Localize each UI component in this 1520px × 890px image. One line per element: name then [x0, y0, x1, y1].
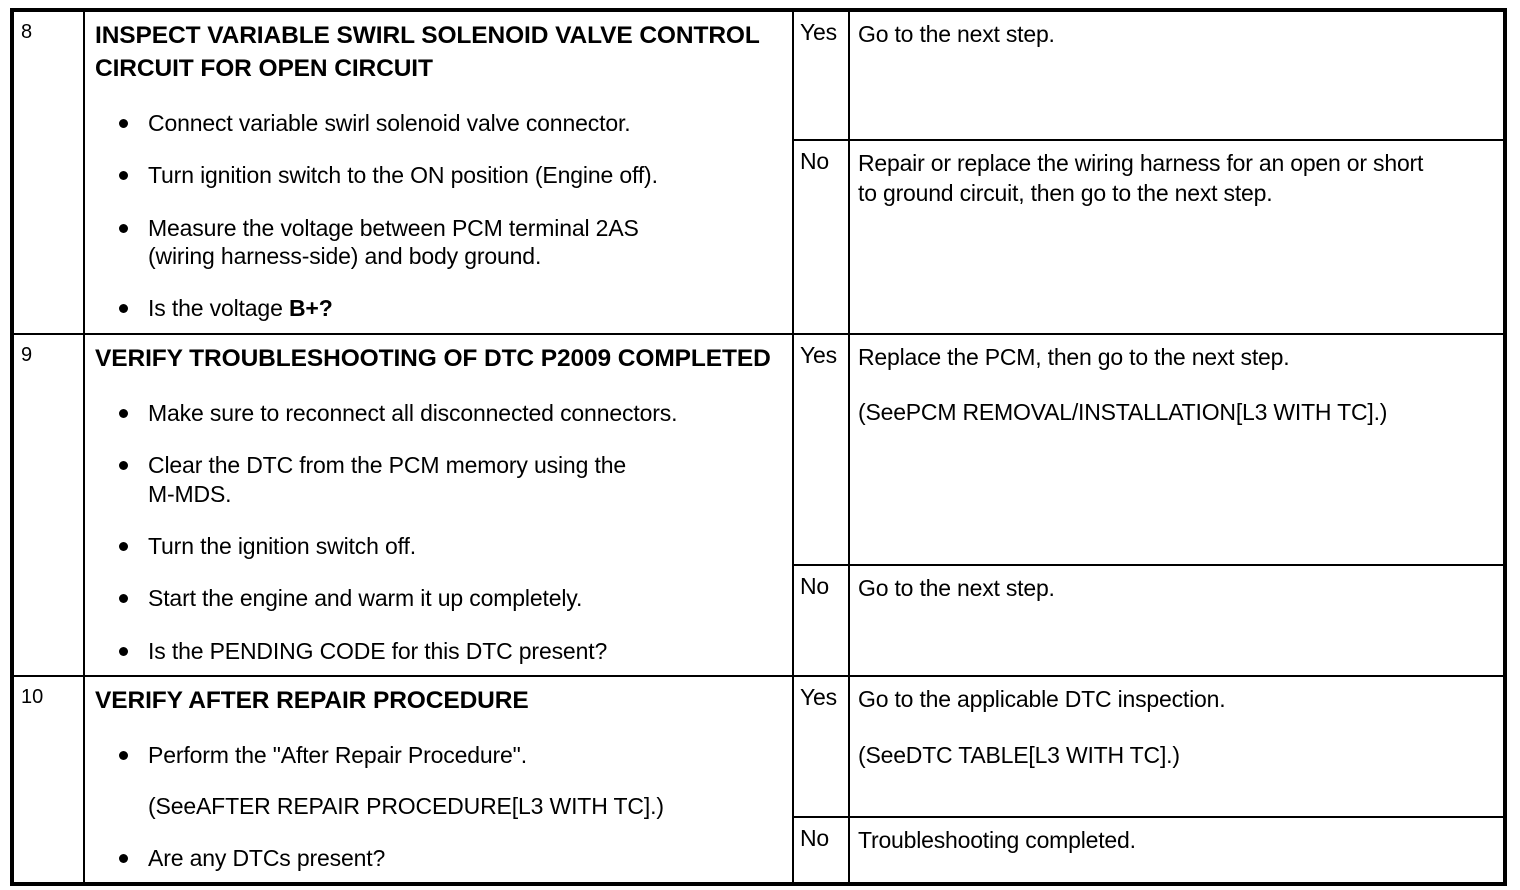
list-item: Perform the "After Repair Procedure".: [95, 741, 782, 769]
list-item: Connect variable swirl solenoid valve co…: [95, 109, 782, 137]
bullet-dot-icon: [119, 853, 128, 863]
step-number-cell: 10: [11, 674, 85, 886]
action-reference: (SeeDTC TABLE[L3 WITH TC].): [858, 741, 1180, 768]
action-text: Repair or replace the wiring harness for…: [858, 150, 1424, 207]
list-item: Measure the voltage between PCM terminal…: [95, 214, 782, 271]
list-item-text: Clear the DTC from the PCM memory using …: [148, 452, 626, 507]
step-number-cell: 8: [11, 9, 85, 335]
step-number: 9: [21, 343, 33, 366]
list-item: Make sure to reconnect all disconnected …: [95, 399, 782, 427]
list-item-text: Perform the "After Repair Procedure".: [148, 742, 527, 769]
result-label: No: [800, 825, 830, 852]
inspection-bullet-list: Make sure to reconnect all disconnected …: [95, 399, 782, 665]
action-cell-no: Go to the next step.: [848, 564, 1506, 677]
list-item-note: (SeeAFTER REPAIR PROCEDURE[L3 WITH TC].): [95, 792, 782, 820]
step-number-cell: 9: [11, 332, 85, 677]
bullet-dot-icon: [119, 646, 128, 656]
inspection-cell: VERIFY TROUBLESHOOTING OF DTC P2009 COMP…: [83, 332, 794, 677]
action-text: Troubleshooting completed.: [858, 827, 1136, 854]
table-row: 8 INSPECT VARIABLE SWIRL SOLENOID VALVE …: [11, 8, 1506, 335]
bullet-dot-icon: [119, 171, 128, 181]
bullet-dot-icon: [119, 409, 128, 419]
action-text: Go to the next step.: [858, 21, 1055, 47]
inspection-cell: INSPECT VARIABLE SWIRL SOLENOID VALVE CO…: [83, 9, 794, 335]
list-item: Is the voltage B+?: [95, 294, 782, 322]
table-row: No Repair or replace the wiring harness …: [12, 139, 1506, 335]
result-label-cell-no: No: [792, 139, 850, 335]
action-cell-yes: Go to the applicable DTC inspection. (Se…: [848, 674, 1506, 819]
action-cell-no: Troubleshooting completed.: [848, 816, 1506, 886]
result-label-cell-yes: Yes: [792, 674, 850, 819]
list-item: Turn ignition switch to the ON position …: [95, 161, 782, 189]
action-text: Go to the applicable DTC inspection.: [858, 685, 1226, 712]
action-block: Replace the PCM, then go to the next ste…: [850, 335, 1503, 439]
inspection-cell: VERIFY AFTER REPAIR PROCEDURE Perform th…: [83, 674, 794, 886]
bullet-dot-icon: [119, 223, 128, 233]
action-cell-yes: Replace the PCM, then go to the next ste…: [848, 332, 1506, 567]
bullet-dot-icon: [119, 594, 128, 604]
table-row: 9 VERIFY TROUBLESHOOTING OF DTC P2009 CO…: [11, 332, 1506, 677]
step-number: 10: [21, 685, 44, 708]
list-item-text: Make sure to reconnect all disconnected …: [148, 400, 678, 427]
inspection-bullet-list: Perform the "After Repair Procedure". (S…: [95, 741, 782, 872]
list-item-text-question: Is the voltage B+?: [148, 295, 333, 322]
inspection-heading: INSPECT VARIABLE SWIRL SOLENOID VALVE CO…: [95, 22, 760, 82]
action-text: Go to the next step.: [858, 575, 1055, 602]
action-reference: (SeePCM REMOVAL/INSTALLATION[L3 WITH TC]…: [858, 399, 1388, 426]
list-item: Start the engine and warm it up complete…: [95, 584, 782, 612]
action-cell-no: Repair or replace the wiring harness for…: [848, 139, 1506, 335]
result-label: Yes: [800, 341, 837, 368]
bullet-dot-icon: [119, 461, 128, 471]
table-row: 10 VERIFY AFTER REPAIR PROCEDURE Perform…: [11, 674, 1506, 886]
list-item: Turn the ignition switch off.: [95, 532, 782, 560]
inspection-heading: VERIFY TROUBLESHOOTING OF DTC P2009 COMP…: [95, 344, 771, 372]
list-item-text: Start the engine and warm it up complete…: [148, 585, 583, 612]
list-item-text: Connect variable swirl solenoid valve co…: [148, 110, 631, 137]
list-item: Is the PENDING CODE for this DTC present…: [95, 637, 782, 665]
result-label-cell-yes: Yes: [792, 332, 850, 567]
bullet-dot-icon: [119, 119, 128, 129]
list-item-text: Measure the voltage between PCM terminal…: [148, 214, 639, 269]
list-item-text: Are any DTCs present?: [148, 844, 386, 871]
bullet-dot-icon: [119, 304, 128, 314]
result-label-cell-yes: Yes: [792, 8, 850, 142]
action-text: Replace the PCM, then go to the next ste…: [858, 343, 1290, 370]
bullet-dot-icon: [119, 541, 128, 551]
action-block: Go to the applicable DTC inspection. (Se…: [850, 677, 1503, 781]
result-label-cell-no: No: [792, 564, 850, 677]
table-row: No Troubleshooting completed.: [12, 816, 1506, 886]
result-label: No: [800, 573, 830, 600]
list-item-text: Turn the ignition switch off.: [148, 532, 416, 559]
list-item: Clear the DTC from the PCM memory using …: [95, 451, 782, 508]
result-label-cell-no: No: [792, 816, 850, 886]
inspection-bullet-list: Connect variable swirl solenoid valve co…: [95, 109, 782, 322]
bullet-dot-icon: [119, 751, 128, 761]
list-item-text: Is the PENDING CODE for this DTC present…: [148, 637, 608, 664]
step-number: 8: [21, 21, 33, 43]
list-item: Are any DTCs present?: [95, 844, 782, 872]
inspection-heading: VERIFY AFTER REPAIR PROCEDURE: [95, 686, 529, 714]
result-label: Yes: [800, 19, 837, 45]
troubleshooting-table: 8 INSPECT VARIABLE SWIRL SOLENOID VALVE …: [10, 8, 1507, 887]
table-row: No Go to the next step.: [12, 564, 1506, 677]
action-cell-yes: Go to the next step.: [848, 8, 1506, 142]
result-label: Yes: [800, 683, 837, 710]
note-reference: (SeeAFTER REPAIR PROCEDURE[L3 WITH TC].): [148, 792, 664, 819]
voltage-value: B+?: [288, 295, 333, 322]
list-item-text: Turn ignition switch to the ON position …: [148, 162, 658, 189]
result-label: No: [800, 148, 830, 175]
